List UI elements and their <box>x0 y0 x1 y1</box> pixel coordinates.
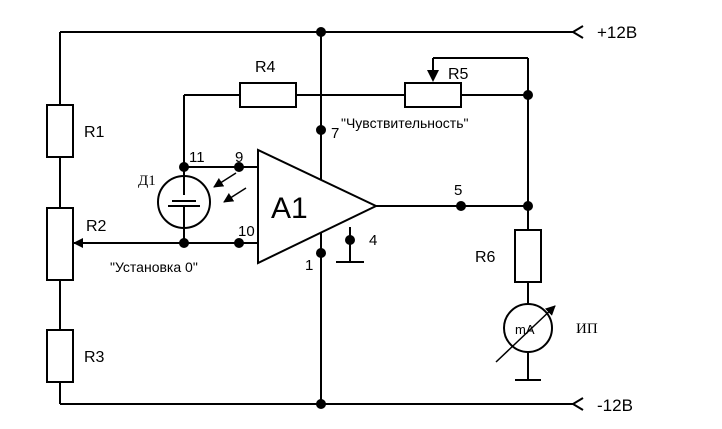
resistor-r2 <box>46 207 74 281</box>
meter-unit-label: mA <box>515 322 535 337</box>
meter-body <box>503 303 553 353</box>
junction-photodiode-bottom <box>179 238 189 248</box>
meter-label: ИП <box>576 321 598 337</box>
negative-terminal-icon <box>571 397 584 411</box>
negative-rail-label: -12В <box>597 396 633 415</box>
resistor-r5 <box>404 82 462 108</box>
zero-setting-annotation: "Установка 0" <box>110 259 198 275</box>
junction-pin-11 <box>179 162 189 172</box>
pin-9-label: 9 <box>235 149 243 166</box>
r4-label: R4 <box>255 59 276 76</box>
junction-output <box>523 201 533 211</box>
r6-label: R6 <box>475 249 496 266</box>
pin-1-label: 1 <box>305 257 313 274</box>
pin-11-label: 11 <box>189 149 205 166</box>
photodiode-d1 <box>157 172 247 229</box>
r5-wiper-arrow-icon <box>427 70 439 82</box>
d1-label: Д1 <box>138 173 156 189</box>
positive-terminal-icon <box>571 25 584 39</box>
op-amp-a1 <box>257 148 379 265</box>
junction-pin-7 <box>316 125 326 135</box>
pin-10-label: 10 <box>238 223 255 240</box>
a1-label: A1 <box>271 192 308 225</box>
junction-pin-1 <box>316 248 326 258</box>
r5-label: R5 <box>448 66 469 83</box>
pin-4-label: 4 <box>369 232 377 249</box>
light-arrow-icon-2 <box>223 187 247 203</box>
resistor-r6 <box>514 229 542 283</box>
r3-label: R3 <box>84 349 105 366</box>
junction-pin-10 <box>234 238 244 248</box>
r2-label: R2 <box>86 218 107 235</box>
pin-7-label: 7 <box>331 125 339 142</box>
resistor-r3 <box>46 329 74 383</box>
resistor-r4 <box>239 82 297 108</box>
junction-pin-5 <box>456 201 466 211</box>
pin-5-label: 5 <box>454 182 462 199</box>
junction-bottom-center <box>316 399 326 409</box>
light-arrow-icon-1 <box>213 172 237 188</box>
junction-r5-right <box>523 90 533 100</box>
positive-rail-label: +12В <box>597 23 637 42</box>
milliammeter <box>495 303 556 363</box>
r1-label: R1 <box>84 124 105 141</box>
junction-pin-9 <box>234 162 244 172</box>
junction-top-center <box>316 27 326 37</box>
meter-needle-icon <box>495 305 556 363</box>
sensitivity-annotation: "Чувствительность" <box>341 115 469 131</box>
junction-dots <box>179 27 533 409</box>
resistor-r1 <box>46 104 74 158</box>
resistors <box>46 82 542 383</box>
junction-pin-4 <box>345 235 355 245</box>
